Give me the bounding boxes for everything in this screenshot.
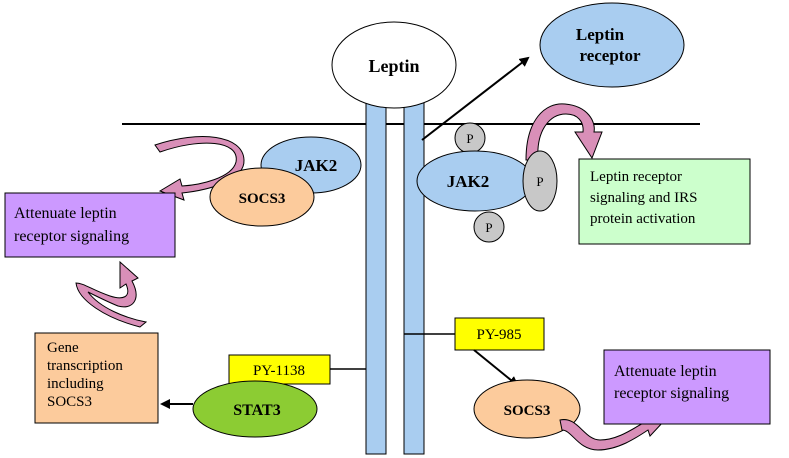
- gene-line4: SOCS3: [47, 394, 92, 410]
- leptin-receptor-line2: receptor: [579, 46, 640, 65]
- leptin-label: Leptin: [368, 56, 419, 76]
- arrow-py985-to-socs3: [473, 349, 519, 387]
- arrow-to-leptin-receptor: [421, 56, 530, 141]
- py985-label: PY-985: [476, 327, 521, 343]
- attenuate-left-line2: receptor signaling: [14, 228, 129, 245]
- gene-line1: Gene: [47, 340, 79, 356]
- signaling-line2: signaling and IRS: [590, 190, 698, 206]
- phospho-top: P: [454, 122, 486, 154]
- jak2-left-label: JAK2: [295, 156, 338, 175]
- py1138-label: PY-1138: [253, 363, 305, 379]
- curved-arrow-left-middle: [75, 260, 148, 328]
- socs3-left-node: SOCS3: [209, 167, 315, 227]
- py985-tag: PY-985: [454, 317, 545, 351]
- attenuate-box-left: Attenuate leptin receptor signaling: [4, 192, 176, 258]
- phospho-right-label: P: [536, 174, 543, 189]
- attenuate-left-line1: Attenuate leptin: [14, 205, 117, 222]
- gene-line2: transcription: [47, 358, 123, 374]
- receptor-chain-left: [365, 99, 387, 455]
- socs3-right-node: SOCS3: [473, 379, 581, 439]
- phospho-bottom: P: [473, 211, 505, 243]
- socs3-right-label: SOCS3: [504, 403, 551, 419]
- gene-line3: including: [47, 376, 104, 392]
- phospho-right: P: [522, 150, 558, 212]
- jak2-right-node: JAK2: [416, 150, 534, 212]
- stat3-node: STAT3: [192, 380, 318, 438]
- signaling-line1: Leptin receptor: [590, 169, 682, 185]
- phospho-top-label: P: [466, 131, 473, 146]
- curved-arrow-right-top: [525, 103, 603, 161]
- leptin-receptor-line1: Leptin: [576, 25, 625, 44]
- leptin-receptor-node: Leptin receptor: [539, 2, 685, 88]
- leptin-signaling-box: Leptin receptor signaling and IRS protei…: [578, 158, 751, 245]
- leptin-node: Leptin: [331, 21, 457, 109]
- receptor-chain-right: [403, 99, 425, 455]
- curved-arrow-right-bottom: [559, 415, 666, 451]
- phospho-bottom-label: P: [485, 220, 492, 235]
- attenuate-right-line1: Attenuate leptin: [614, 363, 717, 380]
- attenuate-box-right: Attenuate leptin receptor signaling: [603, 349, 771, 425]
- py1138-tag: PY-1138: [228, 354, 331, 385]
- attenuate-right-line2: receptor signaling: [614, 385, 729, 402]
- curved-arrow-left-top: [154, 136, 245, 201]
- gene-transcription-box: Gene transcription including SOCS3: [34, 332, 159, 424]
- socs3-left-label: SOCS3: [239, 191, 286, 207]
- stat3-label: STAT3: [233, 402, 280, 419]
- signaling-line3: protein activation: [590, 211, 696, 227]
- jak2-right-label: JAK2: [447, 172, 490, 191]
